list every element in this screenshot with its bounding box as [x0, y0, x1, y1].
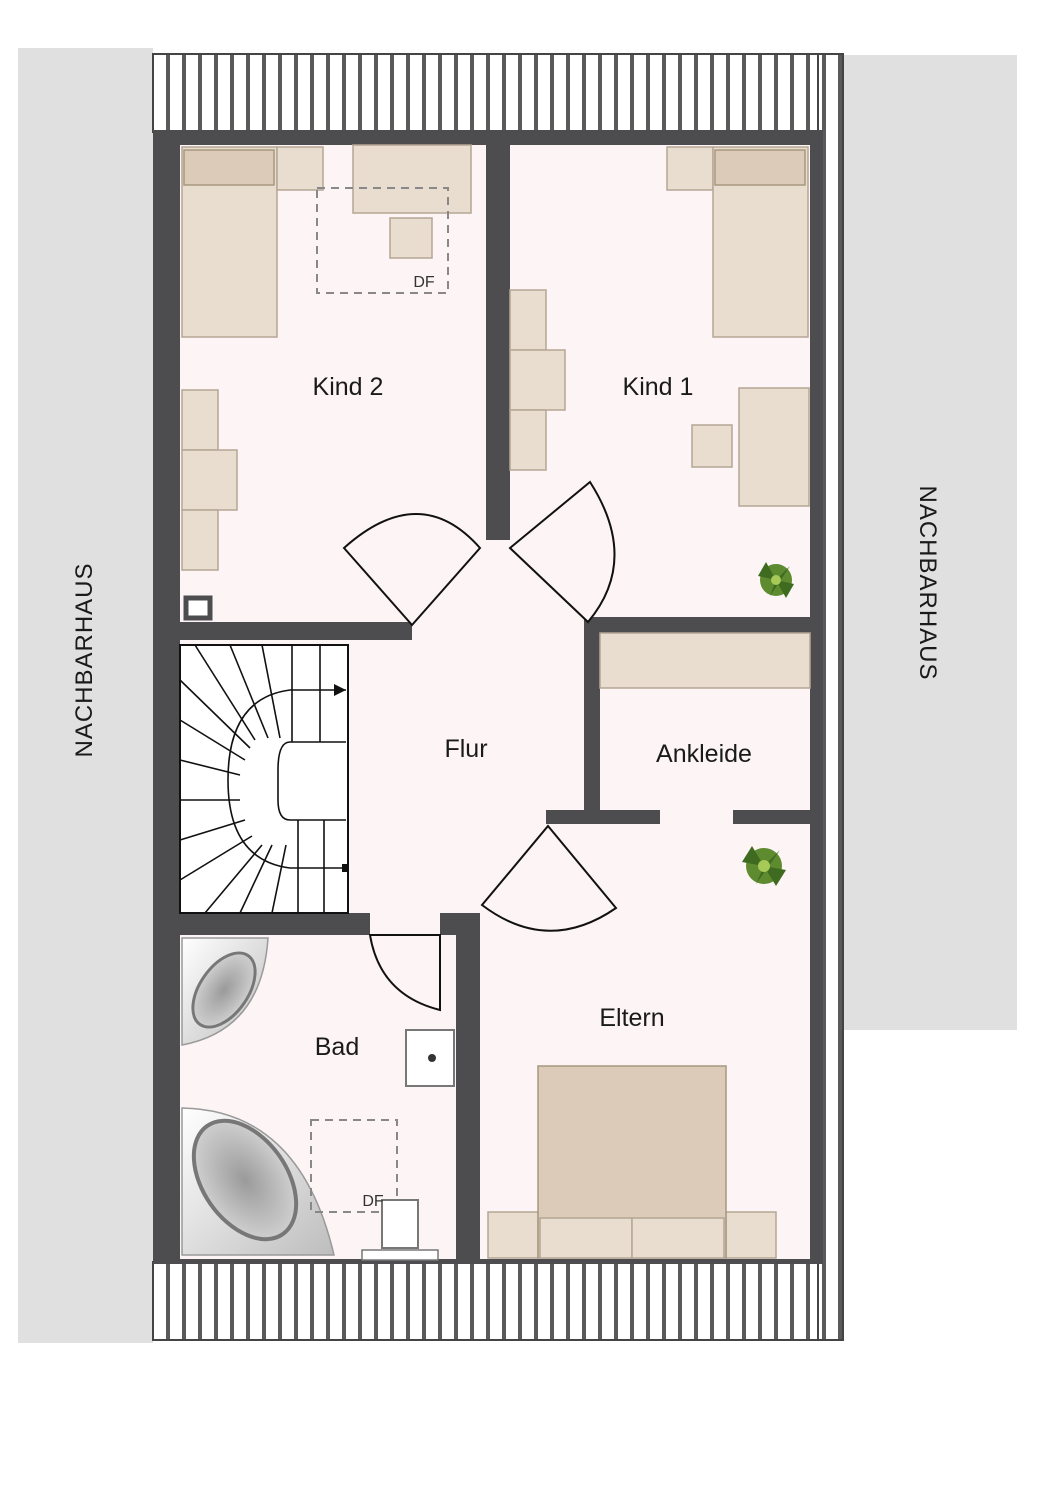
eltern-bed [487, 1065, 777, 1259]
room-label-eltern: Eltern [599, 1004, 664, 1032]
plant-icon [758, 562, 794, 598]
room-label-kind1: Kind 1 [623, 373, 694, 401]
skylight-label-bad: DF [362, 1193, 384, 1210]
roof-overhang-top [152, 53, 844, 133]
kind1-furniture [509, 146, 810, 507]
room-label-bad: Bad [315, 1033, 359, 1061]
skylight-outline [316, 187, 449, 294]
kind2-furniture [181, 144, 472, 621]
skylight-outline [310, 1119, 398, 1213]
neighbour-house-left [18, 48, 153, 1343]
staircase [179, 644, 349, 914]
room-label-kind2: Kind 2 [313, 373, 384, 401]
room-label-ankleide: Ankleide [656, 740, 752, 768]
bad-fixtures [181, 937, 455, 1261]
wardrobe [599, 632, 811, 689]
neighbour-label-right: NACHBARHAUS [914, 485, 941, 680]
plant-icon [742, 846, 786, 886]
doors [342, 480, 618, 1012]
roof-overhang-bottom [152, 1261, 844, 1341]
interior-walls [180, 145, 810, 1259]
neighbour-label-left: NACHBARHAUS [71, 562, 98, 757]
room-label-flur: Flur [444, 735, 487, 763]
neighbour-house-right [840, 55, 1017, 1030]
skylight-label-top: DF [413, 274, 435, 291]
